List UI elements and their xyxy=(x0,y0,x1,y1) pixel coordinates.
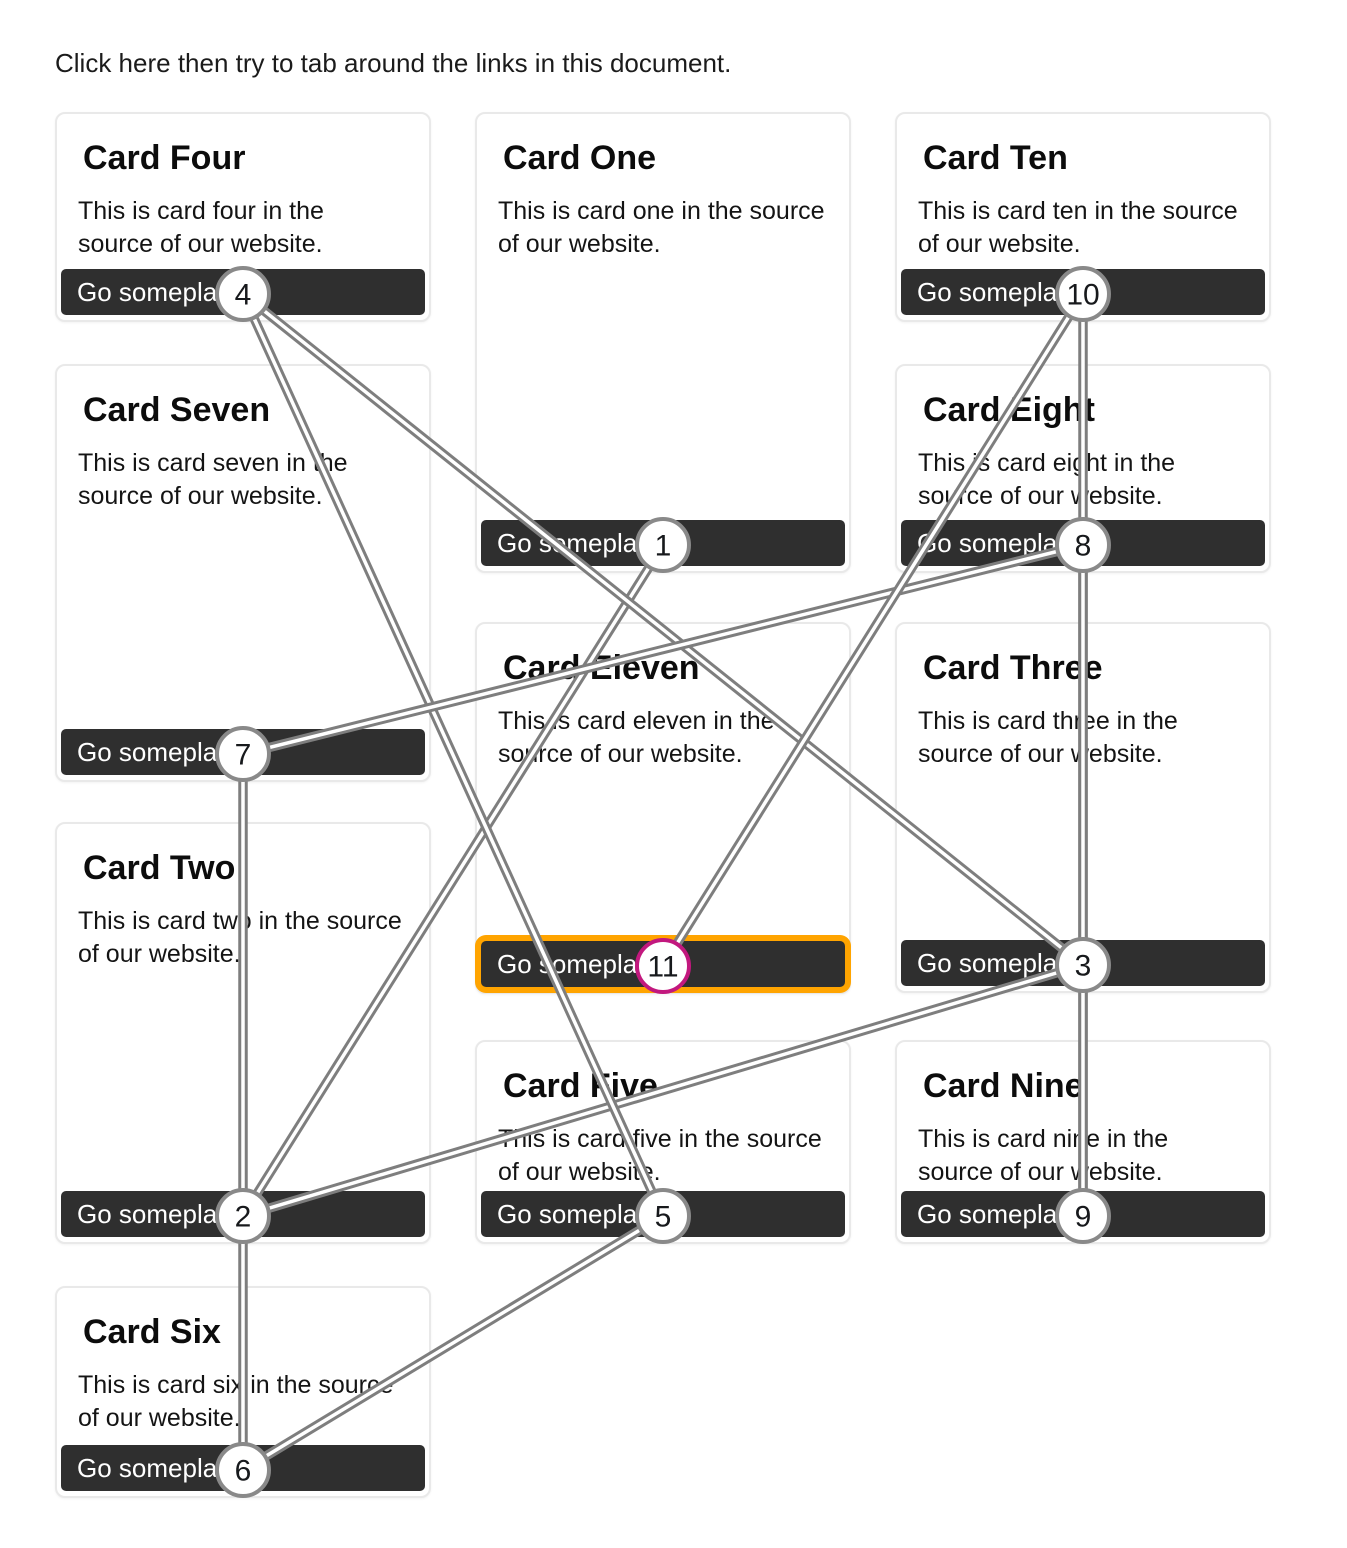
go-someplace-button[interactable]: Go someplace xyxy=(901,1191,1265,1237)
card-card-three: Card Three This is card three in the sou… xyxy=(895,622,1271,993)
card-title: Card One xyxy=(503,140,657,177)
card-card-two: Card Two This is card two in the source … xyxy=(55,822,431,1244)
card-card-eleven: Card Eleven This is card eleven in the s… xyxy=(475,622,851,994)
card-title: Card Eleven xyxy=(503,650,700,687)
card-title: Card Ten xyxy=(923,140,1068,177)
card-card-nine: Card Nine This is card nine in the sourc… xyxy=(895,1040,1271,1244)
card-text: This is card three in the source of our … xyxy=(918,707,1178,768)
go-someplace-button[interactable]: Go someplace xyxy=(901,940,1265,986)
card-text: This is card six in the source of our we… xyxy=(78,1371,394,1432)
card-text: This is card five in the source of our w… xyxy=(498,1125,822,1186)
card-card-one: Card One This is card one in the source … xyxy=(475,112,851,573)
go-someplace-button[interactable]: Go someplace xyxy=(61,1191,425,1237)
go-someplace-button[interactable]: Go someplace xyxy=(481,941,845,987)
card-card-six: Card Six This is card six in the source … xyxy=(55,1286,431,1498)
go-someplace-button[interactable]: Go someplace xyxy=(481,520,845,566)
card-text: This is card one in the source of our we… xyxy=(498,197,825,258)
card-text: This is card nine in the source of our w… xyxy=(918,1125,1169,1186)
card-text: This is card eight in the source of our … xyxy=(918,449,1176,510)
card-title: Card Five xyxy=(503,1068,658,1105)
card-title: Card Seven xyxy=(83,392,271,429)
card-title: Card Two xyxy=(83,850,236,887)
go-someplace-button[interactable]: Go someplace xyxy=(901,269,1265,315)
card-title: Card Nine xyxy=(923,1068,1084,1105)
card-text: This is card two in the source of our we… xyxy=(78,907,402,968)
card-title: Card Four xyxy=(83,140,246,177)
card-text: This is card seven in the source of our … xyxy=(78,449,348,510)
card-card-seven: Card Seven This is card seven in the sou… xyxy=(55,364,431,782)
card-card-ten: Card Ten This is card ten in the source … xyxy=(895,112,1271,322)
go-someplace-button[interactable]: Go someplace xyxy=(61,269,425,315)
go-someplace-button[interactable]: Go someplace xyxy=(901,520,1265,566)
card-text: This is card four in the source of our w… xyxy=(78,197,324,258)
card-card-four: Card Four This is card four in the sourc… xyxy=(55,112,431,322)
go-someplace-button[interactable]: Go someplace xyxy=(61,729,425,775)
card-text: This is card eleven in the source of our… xyxy=(498,707,775,768)
card-card-five: Card Five This is card five in the sourc… xyxy=(475,1040,851,1244)
card-title: Card Eight xyxy=(923,392,1095,429)
go-someplace-button[interactable]: Go someplace xyxy=(481,1191,845,1237)
go-someplace-button[interactable]: Go someplace xyxy=(61,1445,425,1491)
card-title: Card Three xyxy=(923,650,1103,687)
card-text: This is card ten in the source of our we… xyxy=(918,197,1238,258)
card-card-eight: Card Eight This is card eight in the sou… xyxy=(895,364,1271,573)
instructions-text[interactable]: Click here then try to tab around the li… xyxy=(55,48,732,78)
card-title: Card Six xyxy=(83,1314,221,1351)
